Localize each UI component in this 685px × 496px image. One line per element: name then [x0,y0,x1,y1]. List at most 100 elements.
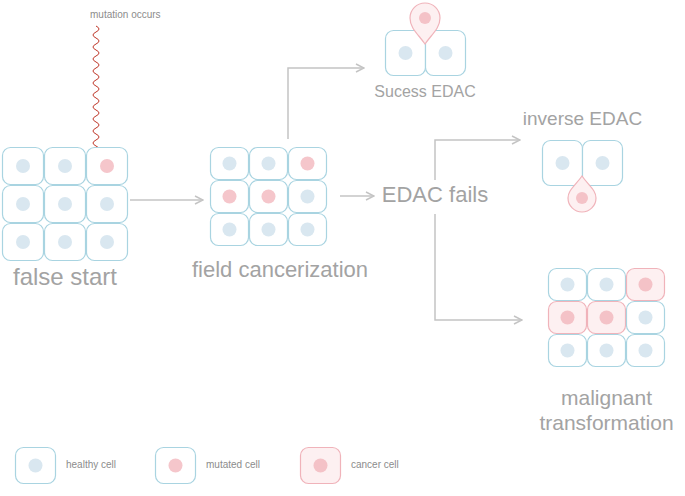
cell-nucleus [262,223,276,237]
stage-label: inverse EDAC [520,108,645,131]
cell-nucleus [561,278,575,292]
stage-label: false start [0,263,130,292]
cell-membrane [289,181,327,213]
cell [250,181,288,213]
cell-nucleus [58,159,72,173]
cell-membrane [45,224,86,261]
cell-nucleus [639,344,653,358]
cell-membrane [211,214,249,246]
cell-membrane [3,186,44,223]
legend-cell [299,446,343,486]
cell-nucleus [223,157,237,171]
legend-item: healthy cell [14,446,154,486]
cell-membrane [250,181,288,213]
cell-nucleus [600,311,614,325]
cell [627,269,665,301]
cell-membrane [627,335,665,367]
cell-membrane [156,448,196,484]
cell [211,148,249,180]
cell-membrane [45,148,86,185]
cell-membrane [250,148,288,180]
cell-cluster: malignant transformation [528,265,685,455]
legend-label: mutated cell [206,459,260,470]
cell-nucleus [223,190,237,204]
cell-membrane [211,148,249,180]
cell-nucleus [639,311,653,325]
cell-nucleus [16,159,30,173]
cell [426,31,466,76]
annotation: mutation occurs [90,9,161,20]
flow-arrow [130,199,203,201]
cell-nucleus [16,235,30,249]
cell-membrane [211,181,249,213]
cell-membrane [289,148,327,180]
legend-swatch [29,459,43,473]
cell-nucleus [262,157,276,171]
cell-nucleus [223,223,237,237]
cell [549,335,587,367]
cell [87,186,128,223]
extruding-cancer-cell [568,176,596,212]
cell-nucleus [58,235,72,249]
cell [250,148,288,180]
cell [289,148,327,180]
cell [3,224,44,261]
flow-arrow [288,68,364,139]
cell-nucleus [58,197,72,211]
cell-membrane [588,269,626,301]
cell-nucleus [399,46,413,60]
cell-nucleus [301,190,315,204]
cell-nucleus [301,157,315,171]
cell-nucleus [439,46,453,60]
cell-membrane [87,148,128,185]
flow-arrow [340,195,374,197]
legend-cell [154,446,198,486]
legend-swatch [314,459,328,473]
cell [211,214,249,246]
cell-nucleus [600,278,614,292]
cell-nucleus [600,344,614,358]
cell-cluster: Sucess EDAC [370,0,480,110]
cell [543,141,583,186]
cell-nucleus [100,235,114,249]
cell-membrane [568,176,596,212]
stage-label: malignant transformation [528,385,685,435]
cell [3,148,44,185]
stage-label: EDAC fails [378,182,492,208]
cell [45,186,86,223]
legend-label: healthy cell [66,459,116,470]
cell-membrane [549,335,587,367]
legend-swatch [169,459,183,473]
flow-arrow [435,214,522,320]
cell [3,186,44,223]
cell-membrane [3,224,44,261]
cell-nucleus [576,192,588,204]
cell-nucleus [596,156,610,170]
cell [289,214,327,246]
cell-cluster: false start [0,145,130,295]
cell [45,148,86,185]
cell [583,141,623,186]
cell-nucleus [301,223,315,237]
cell-membrane [627,269,665,301]
cell-cluster: field cancerization [205,145,340,285]
cell-membrane [87,224,128,261]
cell-nucleus [639,278,653,292]
legend-item: cancer cell [299,446,439,486]
cell-membrane [627,302,665,334]
cell-membrane [16,448,56,484]
cell [549,269,587,301]
cell [289,181,327,213]
mutation-squiggle [93,26,99,152]
cell-nucleus [100,197,114,211]
stage-text: EDAC fails [378,182,492,210]
cell [549,302,587,334]
cell [211,181,249,213]
cell [45,224,86,261]
cell [627,335,665,367]
cell [87,224,128,261]
cell-membrane [543,141,583,186]
cell-membrane [45,186,86,223]
cell-nucleus [262,190,276,204]
